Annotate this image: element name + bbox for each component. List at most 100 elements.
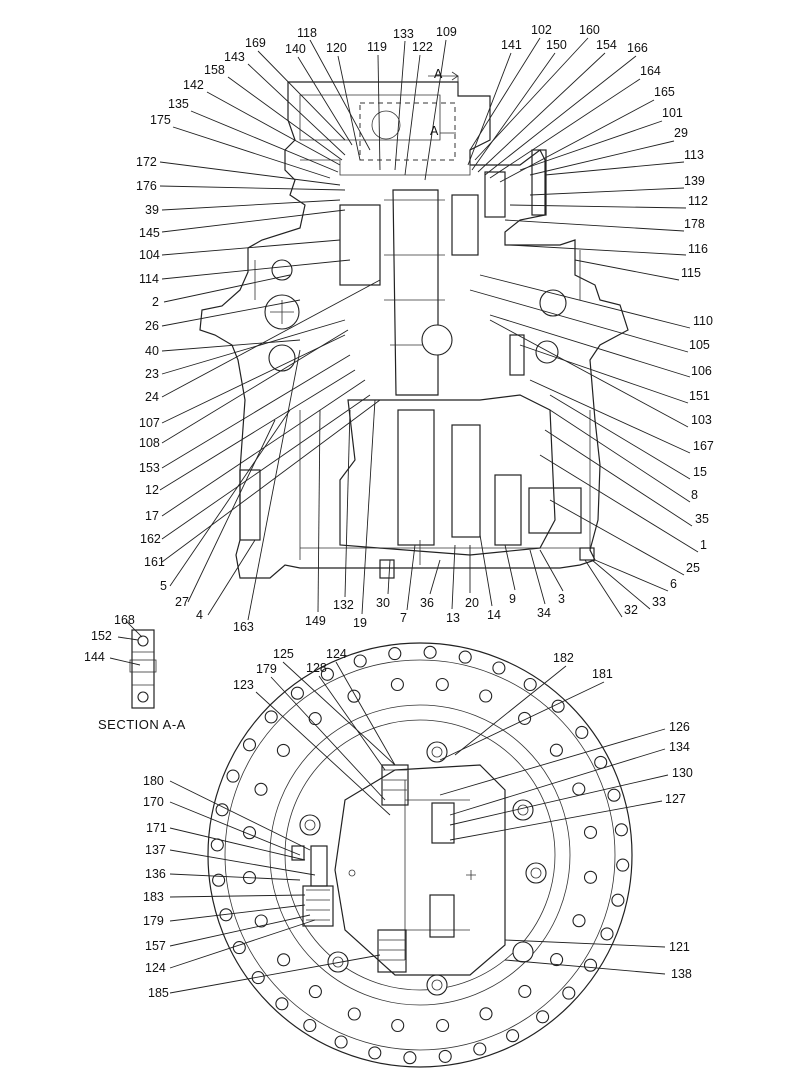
bolt-hole	[215, 803, 229, 817]
part-label: 138	[671, 967, 692, 981]
part-label: 29	[674, 126, 688, 140]
part-label: 8	[691, 488, 698, 502]
leader-line	[335, 661, 396, 766]
part-label: 172	[136, 155, 157, 169]
leader-line	[504, 959, 666, 975]
part-label: 149	[305, 614, 326, 628]
leader-line	[574, 259, 680, 281]
bolt-hole	[583, 870, 598, 884]
leader-line	[439, 681, 605, 761]
part-label: 165	[654, 85, 675, 99]
part-label: 106	[691, 364, 712, 378]
part-label: 26	[145, 319, 159, 333]
part-label: 9	[509, 592, 516, 606]
part-label: 150	[546, 38, 567, 52]
part-label: 125	[273, 647, 294, 661]
leader-line	[159, 161, 341, 186]
bolt-hole	[614, 823, 628, 837]
leader-line	[509, 204, 687, 209]
leader-line	[161, 239, 341, 256]
leader-line	[169, 873, 301, 881]
leader-line	[169, 827, 306, 861]
part-label: 130	[672, 766, 693, 780]
leader-line	[190, 110, 339, 173]
leader-line	[489, 78, 641, 179]
leader-line	[255, 691, 391, 816]
bolt-hole	[549, 743, 563, 757]
leader-line	[161, 394, 371, 540]
part-label: 136	[145, 867, 166, 881]
leader-line	[125, 620, 143, 638]
leader-line	[161, 354, 351, 469]
leader-line	[344, 409, 351, 598]
leader-line	[489, 314, 691, 378]
leader-line	[169, 914, 311, 947]
part-label: 115	[681, 266, 701, 280]
bolt-hole	[403, 1051, 417, 1065]
leader-line	[169, 954, 381, 994]
part-label: 20	[465, 596, 479, 610]
bolt-hole	[458, 650, 472, 664]
leader-line	[424, 39, 447, 181]
leader-line	[404, 54, 421, 176]
part-label: 144	[84, 650, 105, 664]
leader-line	[504, 544, 516, 591]
part-label: 107	[139, 416, 160, 430]
bolt-hole	[518, 984, 532, 998]
leader-line	[169, 849, 316, 876]
part-label: 126	[669, 720, 690, 734]
leader-line	[549, 499, 685, 576]
leader-line	[484, 55, 637, 176]
leader-line	[449, 748, 666, 816]
leader-line	[544, 161, 685, 176]
leader-line	[519, 344, 689, 404]
bolt-hole	[254, 914, 268, 928]
part-label: 141	[501, 38, 522, 52]
part-label: 153	[139, 461, 160, 475]
part-label: 143	[224, 50, 245, 64]
part-label: 123	[233, 678, 254, 692]
leader-line	[529, 549, 546, 605]
part-label: 1	[700, 538, 707, 552]
part-label: 6	[670, 577, 677, 591]
part-label: 19	[353, 616, 367, 630]
leader-line	[282, 661, 396, 766]
part-label: 113	[684, 148, 704, 162]
part-label: 145	[139, 226, 160, 240]
part-label: 181	[592, 667, 613, 681]
leader-line	[469, 289, 689, 353]
bolt-hole	[479, 1007, 493, 1021]
leader-line	[172, 126, 331, 179]
leader-line	[161, 259, 351, 280]
leader-line	[471, 52, 556, 171]
part-label: 163	[233, 620, 254, 634]
leader-line	[206, 91, 341, 166]
leader-line	[529, 140, 675, 176]
bolt-hole	[506, 1029, 520, 1043]
leader-line	[519, 120, 663, 171]
part-label: 105	[689, 338, 710, 352]
part-label: 137	[145, 843, 166, 857]
leader-line	[529, 187, 685, 196]
part-label: 170	[143, 795, 164, 809]
leader-line	[377, 54, 381, 171]
part-label: 120	[326, 41, 347, 55]
part-label: 171	[146, 821, 167, 835]
part-label: 15	[693, 465, 707, 479]
leader-line	[406, 544, 416, 611]
bolt-hole	[210, 838, 224, 852]
bottom-flange-drawing	[207, 642, 633, 1068]
leader-line	[161, 379, 366, 517]
bolt-hole	[423, 645, 437, 659]
part-label: 12	[145, 483, 159, 497]
part-label: 162	[140, 532, 161, 546]
leader-line	[529, 379, 691, 454]
part-label: 13	[446, 611, 460, 625]
leader-line	[169, 780, 311, 851]
leader-line	[449, 800, 663, 841]
leader-line	[449, 774, 669, 826]
bolt-hole	[242, 738, 257, 752]
leader-line	[504, 219, 685, 232]
part-label: 40	[145, 344, 159, 358]
leader-line	[477, 52, 606, 173]
